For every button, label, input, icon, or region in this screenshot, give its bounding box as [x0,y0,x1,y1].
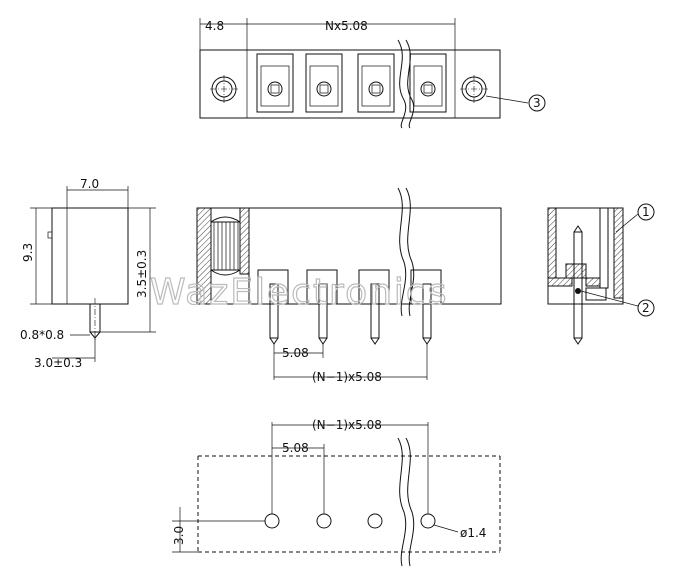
dim-width: 7.0 [80,177,99,191]
end-view [547,203,655,345]
dim-pitch-total-pcb: (N−1)x5.08 [312,418,382,432]
watermark: WazElectronics [150,272,448,313]
front-view [196,187,502,380]
dim-pin-section: 0.8*0.8 [20,328,64,342]
dim-pitch-front: 5.08 [282,346,309,360]
dim-hole-diameter: ø1.4 [460,526,486,540]
callout-3-label: 3 [533,96,541,110]
screw-cavity-1 [256,53,294,113]
dim-row-offset: 3.0 [172,526,186,545]
pcb-layout [172,422,501,567]
screw-cavity-4 [409,53,447,113]
dim-pin-length: 3.5±0.3 [135,250,149,298]
mount-hole-left [210,75,238,103]
mount-hole-right [460,75,488,103]
callout-2-label: 2 [642,301,650,315]
dim-pin-offset: 3.0±0.3 [34,356,82,370]
dim-pitch-total-top: Nx5.08 [325,19,368,33]
pcb-hole-3 [367,513,383,529]
screw-cavity-3 [357,53,395,113]
dim-pitch-pcb: 5.08 [282,441,309,455]
screw-knurl [210,216,241,276]
pcb-hole-2 [316,513,332,529]
callout-1-label: 1 [642,205,650,219]
dim-height: 9.3 [21,243,35,262]
screw-cavity-2 [305,53,343,113]
side-view [30,186,156,362]
dim-pitch-total-front: (N−1)x5.08 [312,370,382,384]
dim-flange: 4.8 [205,19,224,33]
top-view [199,18,546,129]
pcb-hole-4 [420,513,436,529]
pcb-hole-1 [264,513,280,529]
